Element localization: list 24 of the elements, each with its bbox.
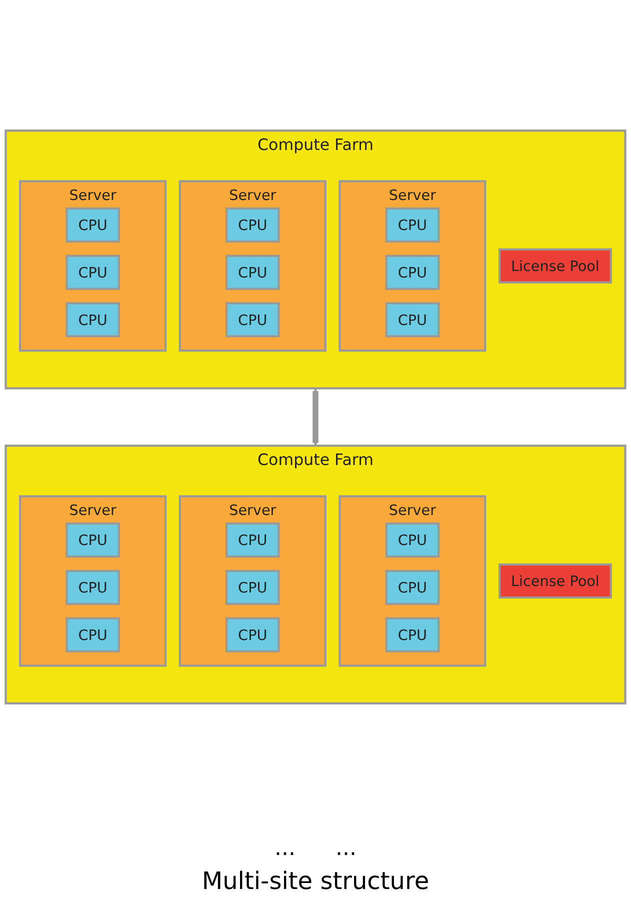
node-box: CPU: [66, 254, 120, 290]
node-box: CPU: [385, 207, 440, 243]
node-box: CPU: [226, 522, 280, 558]
node-box: CPU: [385, 570, 440, 606]
node-box: CPU: [226, 617, 280, 652]
node-box: CPU: [66, 302, 120, 338]
node-box: CPU: [226, 254, 280, 290]
node-box: CPU: [66, 522, 120, 558]
ellipsis-text: ...: [336, 836, 356, 861]
node-box: CPU: [385, 302, 440, 338]
node-box: CPU: [385, 522, 440, 558]
node-box: License Pool: [498, 248, 612, 284]
node-box: CPU: [226, 207, 280, 243]
node-box: CPU: [385, 254, 440, 290]
node-box: CPU: [66, 617, 120, 652]
node-box: CPU: [226, 302, 280, 338]
node-box: CPU: [66, 570, 120, 606]
node-box: CPU: [226, 570, 280, 606]
node-box: CPU: [66, 207, 120, 243]
node-box: License Pool: [498, 563, 612, 599]
arrow: [312, 388, 319, 446]
caption: Multi-site structure: [202, 867, 430, 895]
node-box: CPU: [385, 617, 440, 652]
ellipsis-text: ...: [274, 836, 296, 861]
